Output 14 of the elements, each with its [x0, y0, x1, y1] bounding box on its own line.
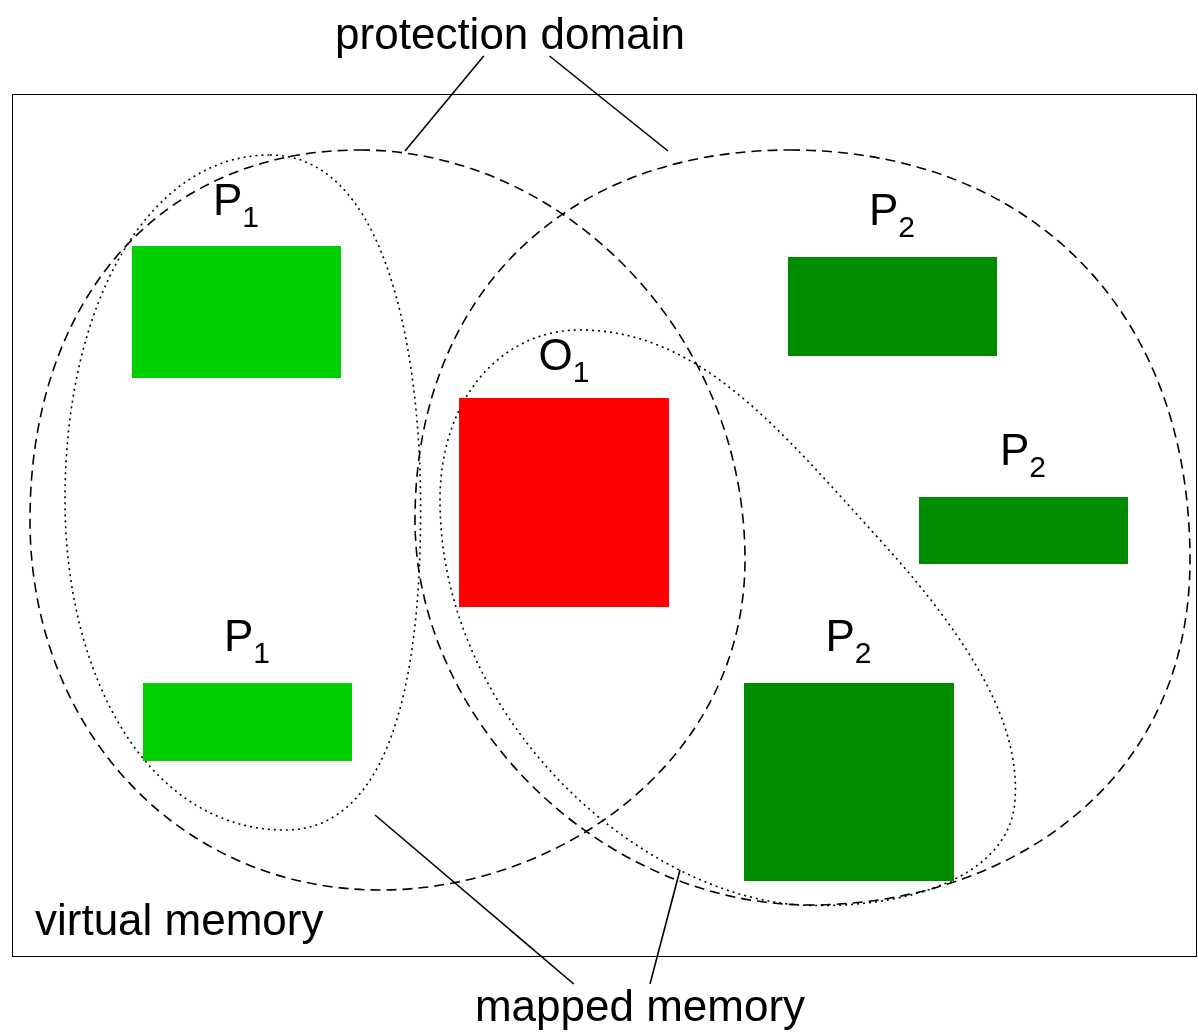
region-label: P$_{2}$	[824, 613, 873, 668]
memory-frame	[12, 94, 1197, 957]
region-label: P$_{2}$	[867, 187, 916, 242]
frame-label: virtual memory	[35, 898, 324, 942]
callout-label: protection domain	[300, 12, 720, 56]
leader-line	[404, 55, 485, 152]
region-label: P$_{1}$	[222, 613, 271, 668]
region-label: P$_{1}$	[211, 177, 260, 232]
region-label: O$_{1}$	[537, 333, 591, 387]
region-label: P$_{2}$	[998, 427, 1047, 482]
leader-line	[649, 869, 681, 985]
callout-label: mapped memory	[440, 984, 840, 1028]
leader-line	[548, 55, 669, 152]
leader-line	[374, 814, 575, 985]
